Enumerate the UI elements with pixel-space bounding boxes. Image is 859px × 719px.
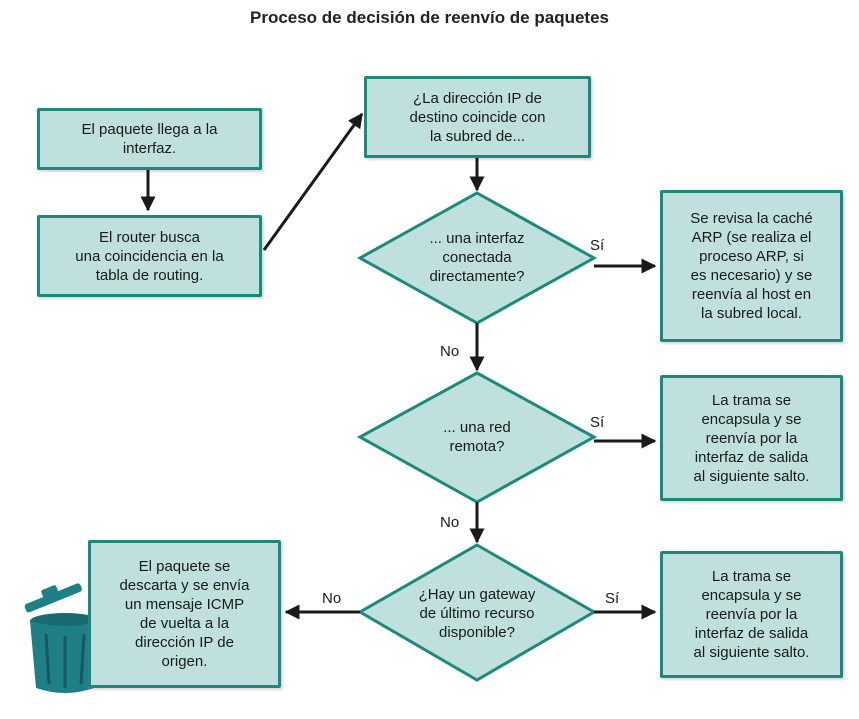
box-destination-ip-question: ¿La dirección IP de destino coincide con… <box>364 76 591 158</box>
label-no-2: No <box>440 514 460 531</box>
box-packet-arrives: El paquete llega a la interfaz. <box>37 108 262 170</box>
trash-can-icon <box>24 583 100 693</box>
decision-gateway-last-resort: ¿Hay un gateway de último recurso dispon… <box>418 585 536 641</box>
decision-connected-interface: ... una interfaz conectada directamente? <box>429 229 525 285</box>
box-arp-forward-local: Se revisa la caché ARP (se realiza el pr… <box>660 190 843 342</box>
label-no-1: No <box>440 343 460 360</box>
label-yes-2: Sí <box>590 414 605 431</box>
label-yes-3: Sí <box>605 590 620 607</box>
label-yes-1: Sí <box>590 237 605 254</box>
box-encapsulate-next-hop-2: La trama se encapsula y se reenvía por l… <box>660 551 843 678</box>
box-encapsulate-next-hop-1: La trama se encapsula y se reenvía por l… <box>660 375 843 501</box>
box-packet-discarded: El paquete se descarta y se envía un men… <box>88 540 281 688</box>
diagram-title: Proceso de decisión de reenvío de paquet… <box>249 8 609 27</box>
arrow-lookup-to-question <box>262 112 364 251</box>
label-no-3: No <box>322 590 342 607</box>
decision-remote-network: ... una red remota? <box>443 419 511 455</box>
box-router-lookup: El router busca una coincidencia en la t… <box>37 215 262 297</box>
decision-diamond-3 <box>356 543 598 682</box>
